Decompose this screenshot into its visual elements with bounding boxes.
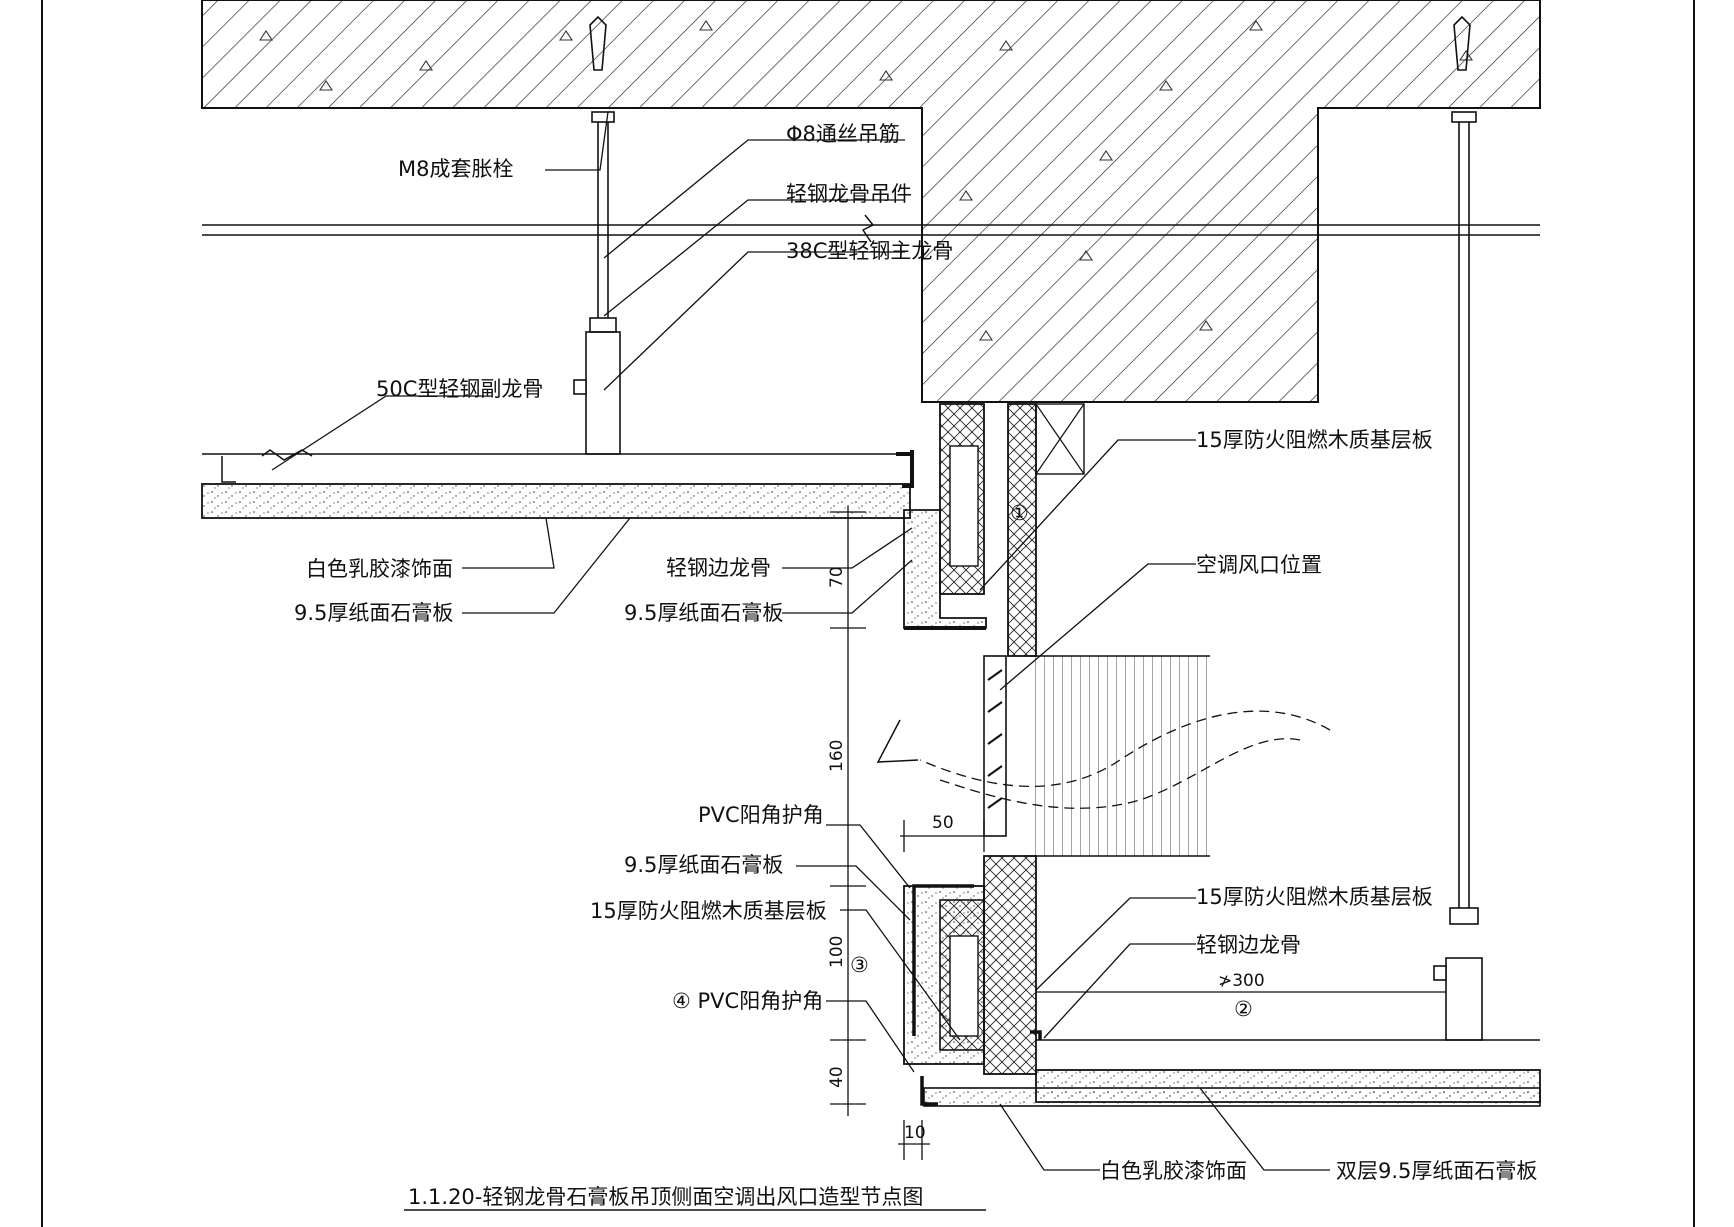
label-gypsum-lower: 9.5厚纸面石膏板 <box>624 853 783 877</box>
dim-spacing: ≯300 <box>1218 971 1265 991</box>
sheet-frame <box>41 0 1695 1227</box>
concrete-slab <box>201 0 1541 403</box>
air-vent-grille <box>876 655 1331 857</box>
hanger-right <box>1433 15 1483 1041</box>
dimension-values: 70 160 50 100 40 10 ≯300 <box>827 566 1265 1143</box>
hanger-left <box>573 15 621 455</box>
label-m8-anchor: M8成套胀栓 <box>398 157 513 181</box>
callout-markers: ① ② ③ <box>850 501 1253 1021</box>
dim-160: 160 <box>827 740 847 772</box>
label-hanger: 轻钢龙骨吊件 <box>786 182 912 206</box>
label-main-keel: 38C型轻钢主龙骨 <box>786 239 953 263</box>
label-vent-position: 空调风口位置 <box>1196 553 1322 577</box>
label-pvc-corner-1: PVC阳角护角 <box>698 803 824 827</box>
callout-3: ③ <box>850 953 869 977</box>
label-double-gypsum: 双层9.5厚纸面石膏板 <box>1336 1159 1537 1183</box>
label-pvc-corner-2: ④ PVC阳角护角 <box>672 989 823 1013</box>
label-gypsum-left: 9.5厚纸面石膏板 <box>294 601 453 625</box>
drawing-title: 1.1.20-轻钢龙骨石膏板吊顶侧面空调出风口造型节点图 <box>404 1185 986 1211</box>
label-rod: Φ8通丝吊筋 <box>786 122 900 146</box>
main-keel-38c <box>202 214 1540 243</box>
callout-2: ② <box>1234 997 1253 1021</box>
annotation-labels: M8成套胀栓 Φ8通丝吊筋 轻钢龙骨吊件 38C型轻钢主龙骨 50C型轻钢副龙骨… <box>294 122 1537 1183</box>
label-edge-keel-lower: 轻钢边龙骨 <box>1196 933 1301 957</box>
dimension-lines <box>830 506 1446 1160</box>
upper-side-box <box>903 403 1085 657</box>
left-ceiling <box>201 449 914 519</box>
dim-100: 100 <box>827 936 847 968</box>
leader-lines <box>271 111 1330 1171</box>
label-fireboard-lower-left: 15厚防火阻燃木质基层板 <box>590 899 827 923</box>
label-fireboard-lower-right: 15厚防火阻燃木质基层板 <box>1196 885 1433 909</box>
callout-1: ① <box>1010 501 1029 525</box>
dim-10: 10 <box>904 1123 926 1143</box>
dim-70: 70 <box>827 566 847 588</box>
label-fireboard-top: 15厚防火阻燃木质基层板 <box>1196 428 1433 452</box>
title-text: 1.1.20-轻钢龙骨石膏板吊顶侧面空调出风口造型节点图 <box>408 1185 923 1209</box>
label-edge-keel-mid: 轻钢边龙骨 <box>666 556 771 580</box>
label-sub-keel: 50C型轻钢副龙骨 <box>376 377 543 401</box>
label-white-latex-bottom: 白色乳胶漆饰面 <box>1100 1159 1247 1183</box>
label-gypsum-mid: 9.5厚纸面石膏板 <box>624 601 783 625</box>
right-ceiling <box>920 1039 1541 1107</box>
lower-side-box <box>903 855 1042 1075</box>
dim-50: 50 <box>932 813 954 833</box>
label-white-latex-left: 白色乳胶漆饰面 <box>306 557 453 581</box>
dim-40: 40 <box>827 1066 847 1088</box>
